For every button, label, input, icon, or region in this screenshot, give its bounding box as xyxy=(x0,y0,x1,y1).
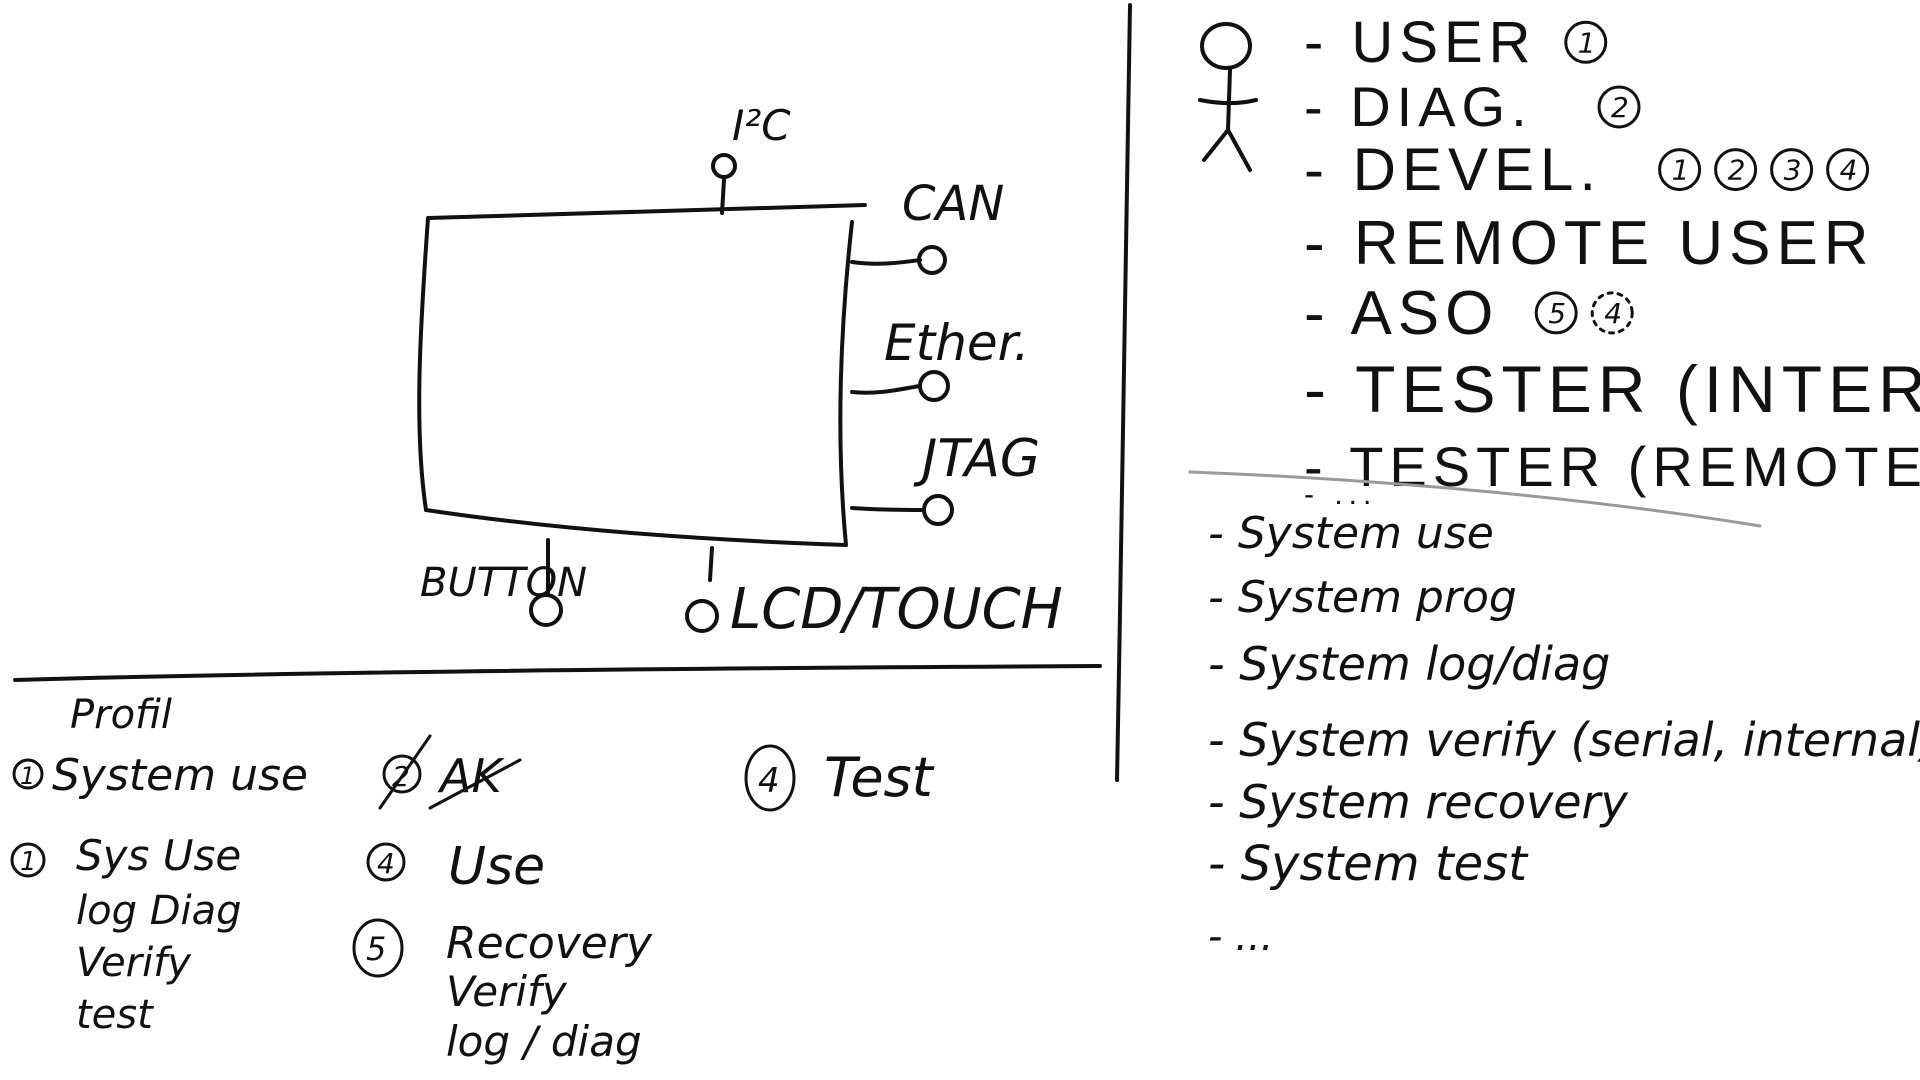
role-badge xyxy=(1770,148,1814,192)
profile-item-label: AK xyxy=(437,749,505,803)
role-badge xyxy=(1564,20,1608,64)
profile-item-5-detail: 5 Recovery Verify log / diag xyxy=(352,918,653,1066)
role-badge xyxy=(1590,291,1634,335)
role-badge xyxy=(1826,148,1870,192)
lcd-touch-connector: LCD/TOUCH xyxy=(685,546,1063,642)
svg-text:5: 5 xyxy=(366,930,386,968)
profile-item-test: 4 Test xyxy=(744,744,935,812)
profile-item-line: test xyxy=(76,992,154,1038)
profile-item-line: Recovery xyxy=(446,918,653,969)
role-badge-number: 4 xyxy=(1840,154,1858,187)
role-item: - DIAG. xyxy=(1304,75,1533,138)
ethernet-label: Ether. xyxy=(884,314,1030,372)
profile-item-label: Use xyxy=(448,837,545,897)
role-badge-number: 1 xyxy=(1578,26,1596,59)
profile-section: Profil 1 System use 2 AK 4 Test 1 Sys Us… xyxy=(10,692,935,1066)
horizontal-divider xyxy=(13,664,1102,682)
svg-text:1: 1 xyxy=(20,762,35,790)
functions-list: - System use - System prog - System log/di… xyxy=(1208,508,1920,960)
button-label: BUTTON xyxy=(420,560,587,606)
device-diagram: I²C CAN Ether. JTAG BUTTON xyxy=(417,101,1063,642)
function-item: - System test xyxy=(1208,836,1529,892)
svg-text:1: 1 xyxy=(20,847,37,877)
profile-item-1: 1 System use xyxy=(12,750,308,801)
function-item: - System use xyxy=(1208,508,1494,559)
role-badge-number: 2 xyxy=(1611,91,1629,124)
device-box xyxy=(417,203,867,547)
function-item: - System recovery xyxy=(1208,775,1628,829)
profile-item-line: log Diag xyxy=(76,888,242,934)
jtag-label: JTAG xyxy=(913,429,1040,489)
can-connector: CAN xyxy=(850,176,1004,275)
function-item: - System log/diag xyxy=(1208,637,1610,691)
role-item: - TESTER (INTERNAL) xyxy=(1304,352,1920,426)
profile-item-line: log / diag xyxy=(446,1017,642,1066)
vertical-divider xyxy=(1115,3,1132,782)
svg-text:4: 4 xyxy=(758,761,780,801)
profile-item-use: 4 Use xyxy=(366,837,545,897)
profile-item-label: Test xyxy=(824,746,935,809)
profile-item-line: Verify xyxy=(446,967,568,1016)
role-badge-number: 2 xyxy=(1728,154,1746,187)
role-item: - ASO xyxy=(1304,279,1499,348)
roles-separator xyxy=(1188,470,1762,528)
ethernet-connector: Ether. xyxy=(850,314,1030,402)
button-connector: BUTTON xyxy=(420,538,587,627)
role-badge xyxy=(1714,148,1758,192)
role-item: - ... xyxy=(1304,478,1377,511)
i2c-label: I²C xyxy=(732,101,791,150)
function-item: - System prog xyxy=(1208,572,1517,623)
role-badge xyxy=(1658,148,1702,192)
role-badge-number: 1 xyxy=(1672,154,1690,187)
lcd-touch-label: LCD/TOUCH xyxy=(730,577,1063,642)
role-item: - USER xyxy=(1304,10,1537,75)
i2c-connector: I²C xyxy=(711,101,791,215)
profile-item-2-struck: 2 AK xyxy=(378,734,522,810)
profile-item-line: Verify xyxy=(76,940,192,986)
profile-item-line: Sys Use xyxy=(76,831,241,880)
role-item: - TESTER (REMOTE) xyxy=(1304,435,1920,498)
profile-item-label: System use xyxy=(52,750,308,801)
function-item: - ... xyxy=(1208,914,1273,960)
function-item: - System verify (serial, internal) xyxy=(1208,713,1920,767)
svg-text:4: 4 xyxy=(377,847,395,880)
role-badge-number: 4 xyxy=(1604,297,1622,330)
role-badge xyxy=(1597,85,1641,129)
profile-heading: Profil xyxy=(70,692,172,738)
can-label: CAN xyxy=(902,176,1004,232)
stick-figure-icon xyxy=(1198,22,1258,172)
role-badge xyxy=(1534,291,1578,335)
jtag-connector: JTAG xyxy=(850,429,1040,526)
profile-item-1-detail: 1 Sys Use log Diag Verify test xyxy=(10,831,242,1038)
role-badge-number: 5 xyxy=(1548,297,1566,330)
role-item: - REMOTE USER xyxy=(1304,209,1875,278)
role-badge-number: 3 xyxy=(1784,154,1802,187)
role-item: - DEVEL. xyxy=(1304,136,1602,203)
